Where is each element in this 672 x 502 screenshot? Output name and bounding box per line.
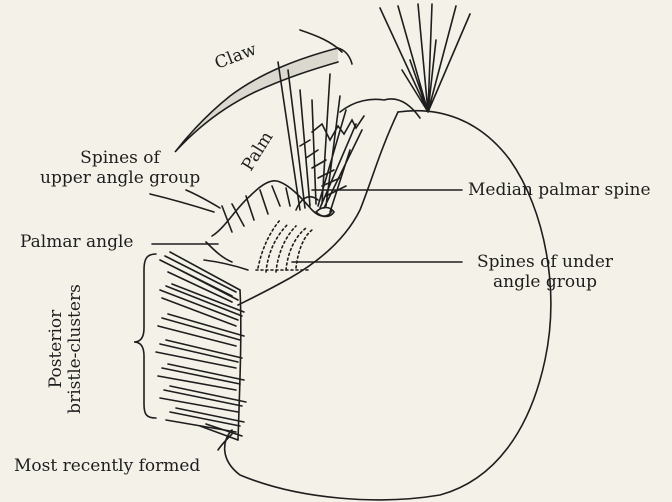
spines-under-angle-line-1: Spines of under [462,252,628,272]
median-palmar-spine-label: Median palmar spine [468,180,651,200]
leader-upper [150,194,214,212]
posterior-label-line: bristle-clusters [66,249,85,449]
spines-upper-angle-line-1: Spines of [40,148,200,168]
distal-knob [340,99,420,118]
spines-under-angle-line-2: angle group [462,272,628,292]
spines-upper-angle-line-2: upper angle group [40,168,200,188]
under-angle-spines [256,220,312,272]
propodus-outline [225,111,551,500]
most-recently-formed-label: Most recently formed [14,456,200,476]
spines-upper-angle-label: Spines of upper angle group [40,148,200,188]
posterior-label-line: Posterior [47,249,66,449]
posterior-bristles [156,252,246,440]
brace [134,254,156,418]
spines-under-angle-label: Spines of under angle group [462,252,628,292]
top-setae [380,4,470,112]
